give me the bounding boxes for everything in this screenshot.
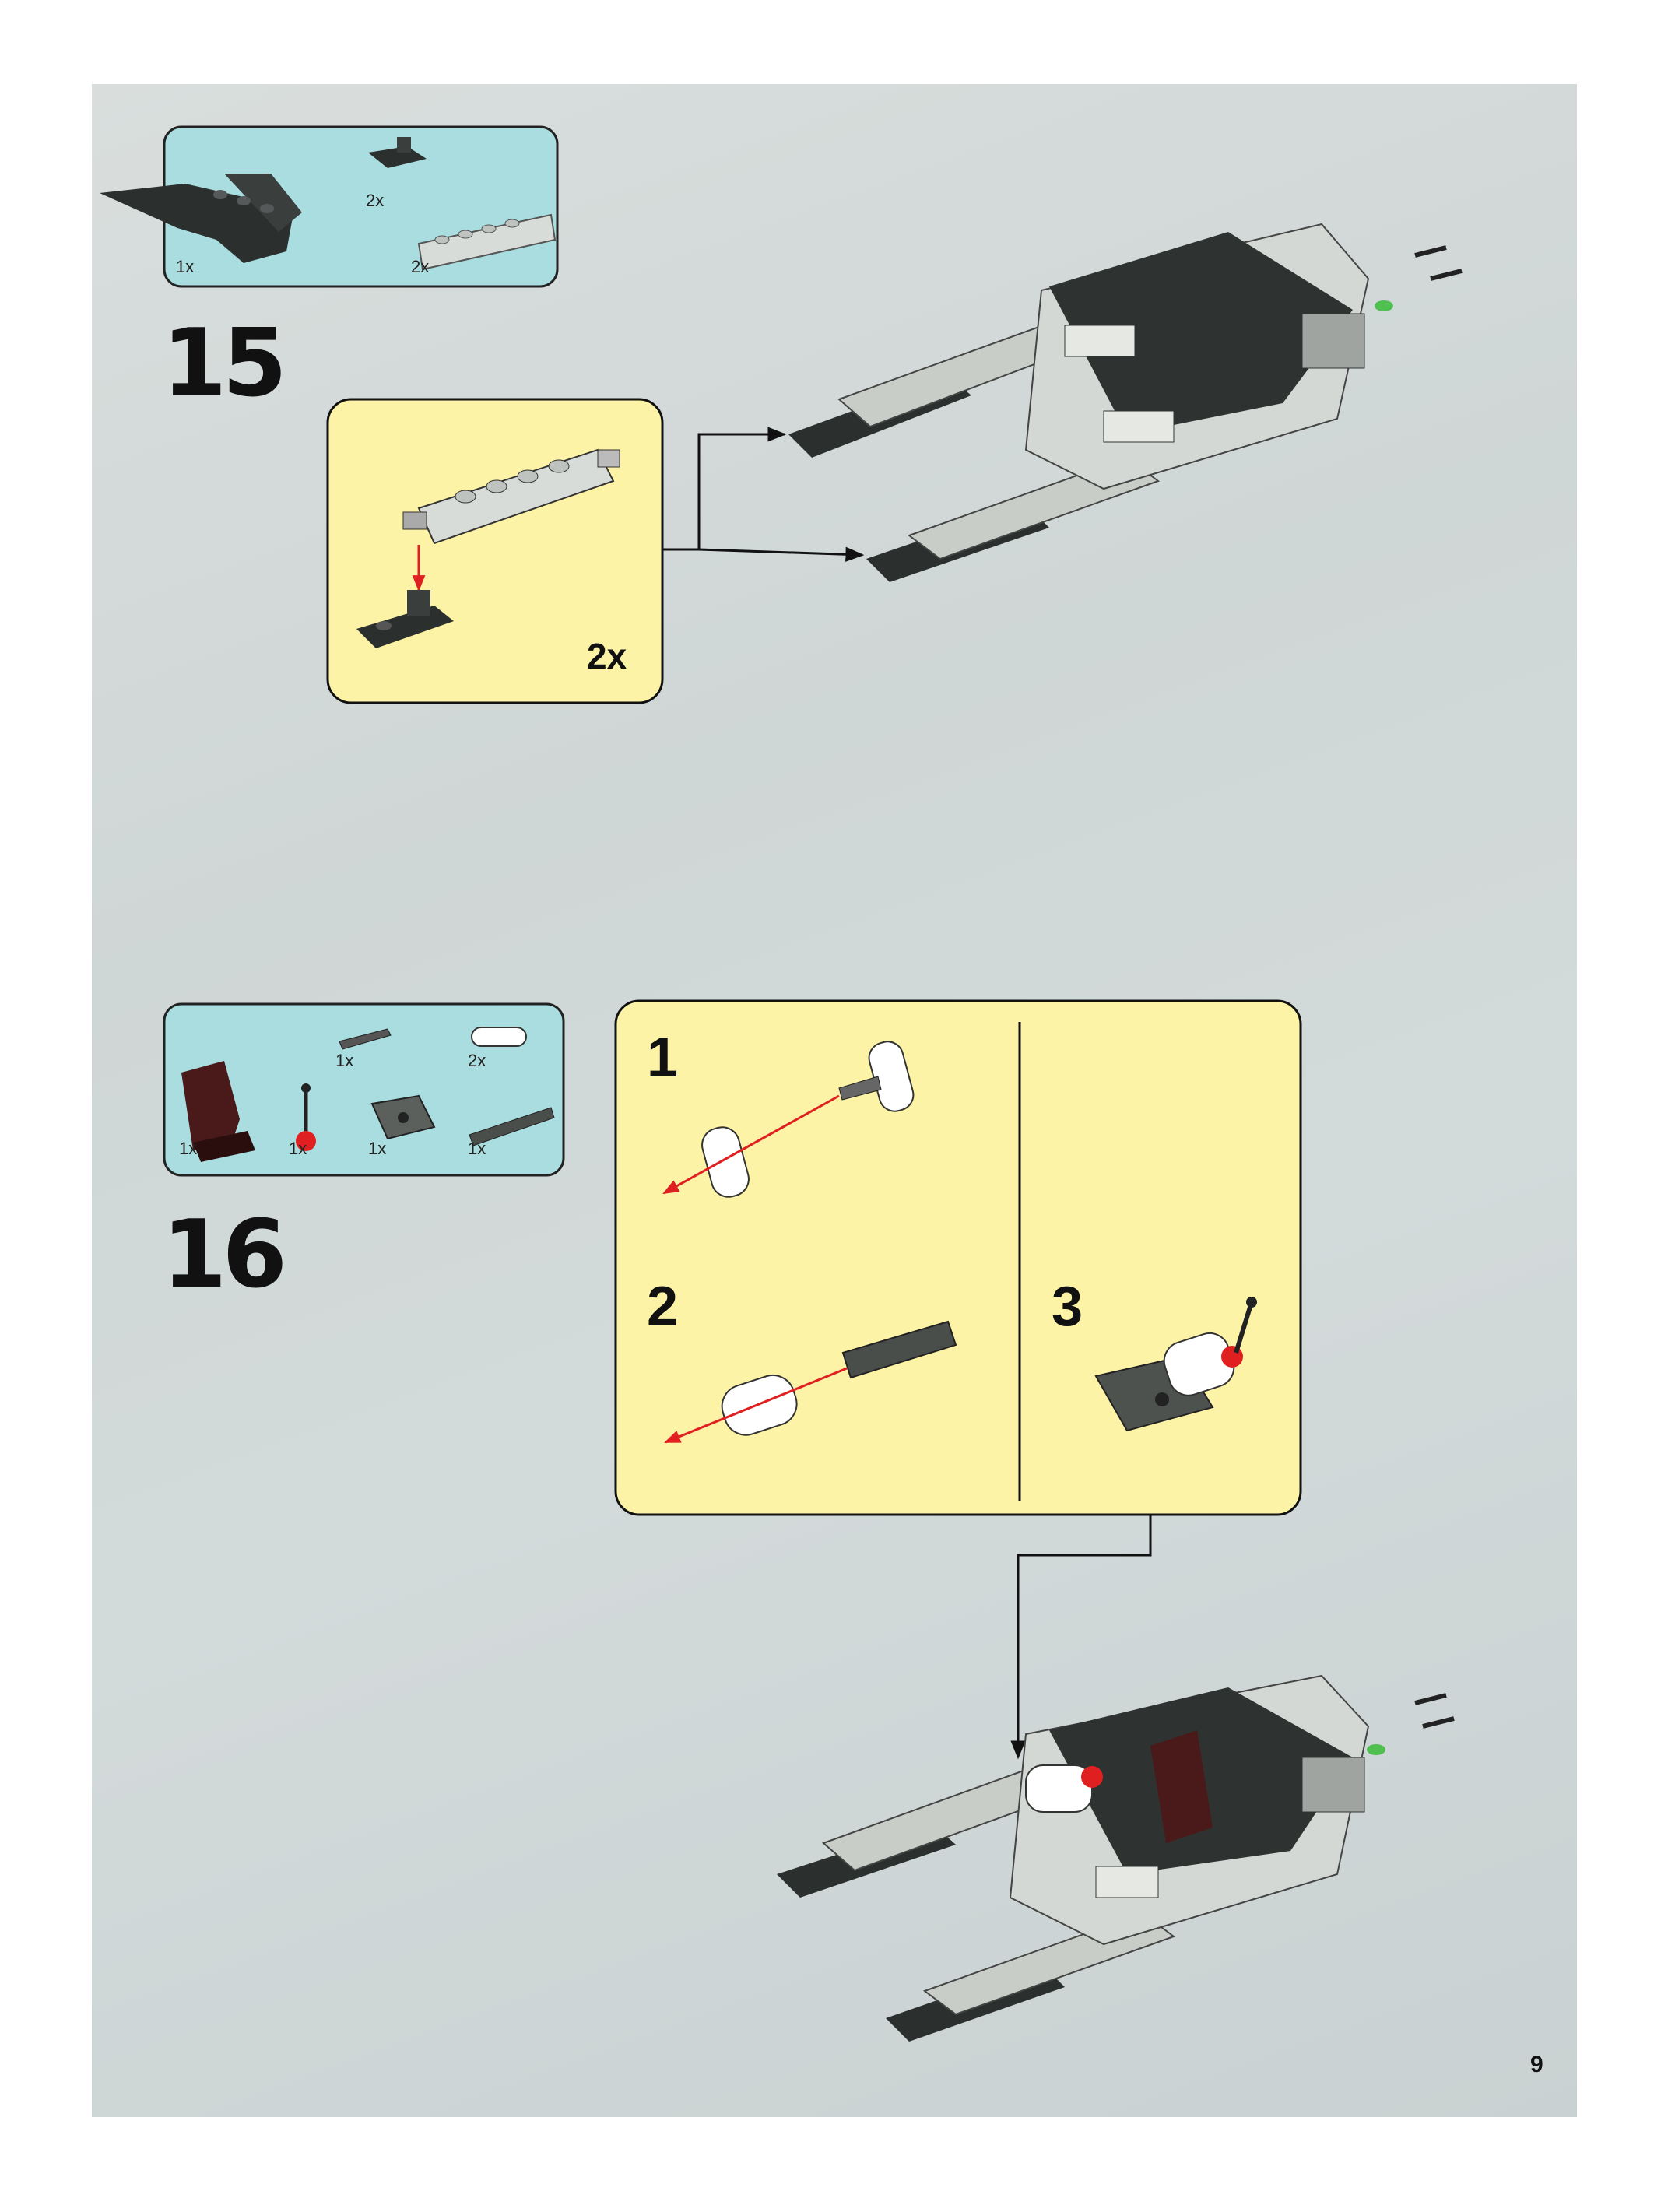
step-15-model-icon [788,224,1462,582]
part-qty: 1x [179,1139,197,1159]
subassembly-multiplier: 2x [587,635,627,677]
substep-number: 3 [1052,1275,1083,1339]
part-qty: 2x [411,257,429,277]
substep-number: 1 [647,1026,678,1090]
part-qty: 1x [468,1139,486,1159]
substep-number: 2 [647,1275,678,1339]
page-artwork [92,84,1577,2117]
part-qty: 1x [335,1051,353,1071]
part-qty: 2x [468,1051,486,1071]
step-number: 15 [162,310,283,418]
callout-connector-line [662,434,785,549]
part-qty: 2x [366,191,384,211]
part-qty: 1x [368,1139,386,1159]
instruction-page: 1x 2x 2x 15 2x 1x 1x 1x 1x 2x 1x 16 1 2 … [92,84,1577,2117]
step-number: 16 [162,1201,283,1309]
step-16-callout-box [616,1001,1301,1515]
page-number: 9 [1530,2052,1543,2078]
part-qty: 1x [289,1139,307,1159]
step-16-model-icon [777,1676,1454,2042]
white-liftarm-icon [472,1027,526,1046]
part-qty: 1x [176,257,194,277]
callout-connector-line [699,549,862,555]
